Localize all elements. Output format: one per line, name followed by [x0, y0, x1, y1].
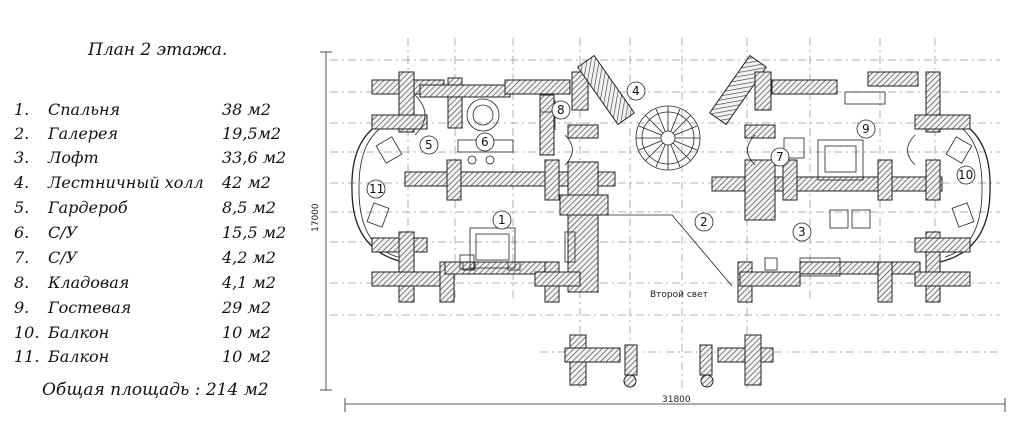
room-label-6: 6 [481, 135, 489, 149]
legend-name: Лофт [48, 148, 99, 167]
room-markers [366, 81, 976, 242]
legend-num: 10. [14, 323, 40, 342]
legend-area: 4,2 м2 [222, 248, 276, 267]
legend-name: Кладовая [48, 273, 130, 292]
legend-num: 3. [14, 148, 30, 167]
walls [371, 54, 971, 386]
legend-name: С/У [48, 248, 78, 267]
legend-area: 19,5м2 [222, 124, 282, 143]
legend-area: 38 м2 [222, 100, 271, 119]
column [623, 374, 637, 388]
dimension-lines [320, 51, 1006, 412]
plan-title: План 2 этажа. [88, 40, 228, 60]
room-label-9: 9 [862, 122, 870, 136]
legend-area: 33,6 м2 [222, 148, 287, 167]
room-label-7: 7 [776, 150, 784, 164]
column [700, 374, 714, 388]
room-label-4: 4 [632, 84, 640, 98]
room-label-1: 1 [498, 213, 506, 227]
legend-num: 4. [14, 173, 30, 192]
room-label-3: 3 [798, 225, 806, 239]
legend-name: Спальня [48, 100, 121, 119]
dim-height: 17000 [311, 203, 321, 232]
legend-area: 10 м2 [222, 323, 271, 342]
legend-num: 7. [14, 248, 30, 267]
legend-name: Гостевая [48, 298, 132, 317]
legend-area: 4,1 м2 [222, 273, 276, 292]
room-label-8: 8 [557, 103, 565, 117]
legend-num: 6. [14, 223, 30, 242]
legend-num: 9. [14, 298, 30, 317]
legend-area: 42 м2 [222, 173, 271, 192]
room-label-2: 2 [700, 215, 708, 229]
legend-area: 10 м2 [222, 347, 271, 366]
second-light-label: Второй свет [650, 290, 708, 300]
legend-name: Балкон [48, 323, 110, 342]
legend-area: 29 м2 [222, 298, 271, 317]
room-label-10: 10 [958, 168, 973, 182]
legend-num: 11. [14, 347, 40, 366]
room-label-5: 5 [425, 138, 433, 152]
floor-plan-drawing: 31800 17000 [311, 38, 1006, 412]
dim-width: 31800 [662, 395, 691, 405]
spiral-staircase [635, 105, 701, 171]
total-area: Общая площадь : 214 м2 [42, 380, 269, 400]
legend-num: 8. [14, 273, 30, 292]
legend-area: 8,5 м2 [222, 198, 276, 217]
legend-num: 1. [14, 100, 30, 119]
legend-num: 5. [14, 198, 30, 217]
room-legend: План 2 этажа. 1. Спальня 38 м2 2. Галере… [0, 0, 300, 437]
room-label-11: 11 [369, 182, 384, 196]
legend-name: С/У [48, 223, 78, 242]
second-light-leader [604, 214, 733, 287]
legend-name: Галерея [48, 124, 119, 143]
legend-name: Балкон [48, 347, 110, 366]
legend-area: 15,5 м2 [222, 223, 287, 242]
legend-num: 2. [14, 124, 30, 143]
balcony-10-edge-inner [944, 119, 983, 258]
legend-name: Лестничный холл [48, 173, 204, 192]
legend-name: Гардероб [48, 198, 128, 217]
